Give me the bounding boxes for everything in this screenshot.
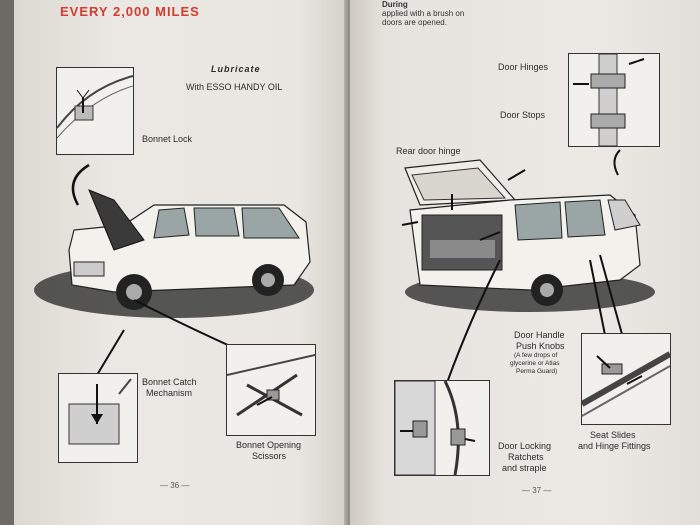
- bonnet-scissors-illustration: [226, 344, 316, 436]
- label-rear-door-hinge: Rear door hinge: [396, 146, 461, 156]
- page-number-left: — 36 —: [160, 481, 190, 490]
- label-door-hinges: Door Hinges: [498, 62, 549, 72]
- lubricate-heading: Lubricate: [211, 64, 261, 74]
- header-fragment-3: doors are opened.: [382, 18, 447, 27]
- label-door-locking-line1: Door Locking: [498, 441, 552, 451]
- label-bonnet-catch-line1: Bonnet Catch: [142, 377, 197, 387]
- note-line-2: glycerine or Atlas: [510, 360, 560, 367]
- door-locking-illustration: [394, 380, 490, 476]
- book-gutter: [344, 0, 354, 525]
- label-bonnet-scissors-line1: Bonnet Opening: [236, 440, 302, 450]
- label-door-locking-line2: Ratchets: [508, 452, 544, 462]
- label-bonnet-lock: Bonnet Lock: [142, 134, 193, 144]
- label-door-stops: Door Stops: [500, 110, 546, 120]
- label-bonnet-scissors-line2: Scissors: [252, 451, 287, 461]
- label-door-handle: Door Handle: [514, 330, 565, 340]
- bonnet-lock-illustration: [56, 67, 134, 155]
- label-bonnet-catch-line2: Mechanism: [146, 388, 193, 398]
- right-page: During applied with a brush on doors are…: [350, 0, 700, 525]
- bonnet-catch-illustration: [58, 373, 138, 463]
- note-line-3: Perma Guard): [516, 368, 558, 375]
- car-illustration: [34, 163, 314, 381]
- seat-slides-illustration: [581, 333, 671, 425]
- header-fragment-2: applied with a brush on: [382, 9, 465, 18]
- door-hinges-illustration: [568, 53, 660, 147]
- note-line-1: (A few drops of: [514, 352, 558, 359]
- label-door-locking-line3: and straple: [502, 463, 547, 473]
- left-page: EVERY 2,000 MILES Lubricate With ESSO HA…: [14, 0, 348, 525]
- header-fragment-1: During: [382, 0, 408, 9]
- lubricate-subheading: With ESSO HANDY OIL: [186, 82, 283, 92]
- label-seat-slides-line2: and Hinge Fittings: [578, 441, 651, 451]
- label-push-knobs: Push Knobs: [516, 341, 565, 351]
- label-seat-slides-line1: Seat Slides: [590, 430, 636, 440]
- page-number-right: — 37 —: [522, 486, 552, 495]
- page-title: EVERY 2,000 MILES: [60, 4, 200, 19]
- estate-car-rear-illustration: [401, 149, 655, 381]
